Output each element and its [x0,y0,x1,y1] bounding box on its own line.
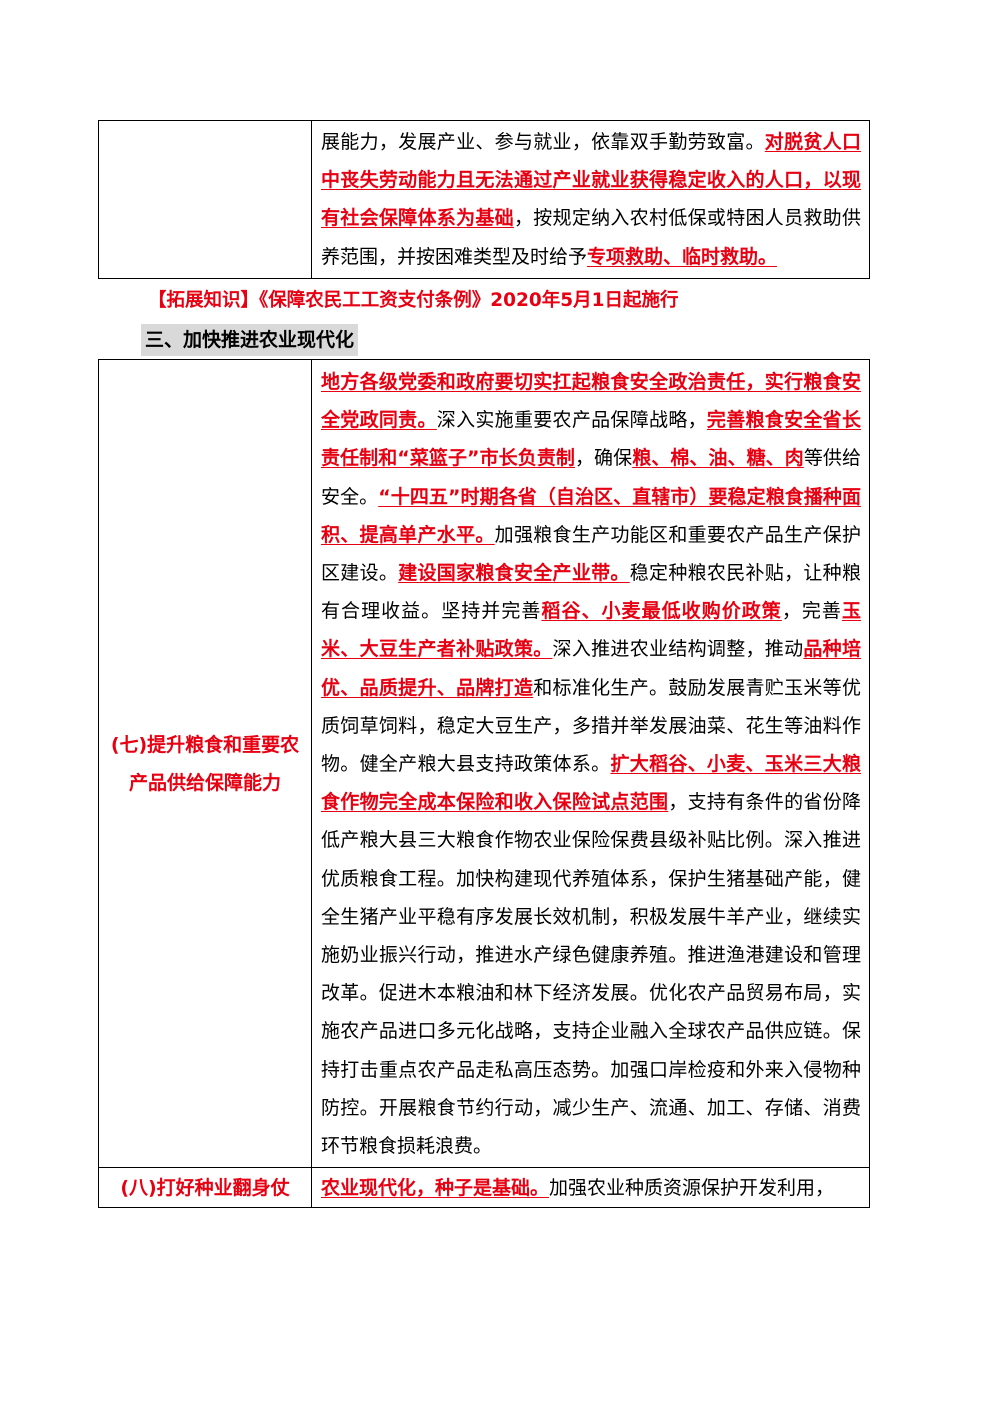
highlighted-text: 对脱贫人口中丧失劳动能力且无法通过产业就业获得稳定收入的人口，以现有社会保障体系… [321,131,861,230]
body-text: 展能力，发展产业、参与就业，依靠双手勤劳致富。 [321,131,765,153]
body-text: 深入实施重要农产品保障战略， [436,409,707,432]
body-text: 加强农业种质资源保护开发利用， [549,1177,835,1200]
table-row: (八)打好种业翻身仗 农业现代化，种子是基础。加强农业种质资源保护开发利用， [98,1167,870,1209]
table-continuation: 展能力，发展产业、参与就业，依靠双手勤劳致富。对脱贫人口中丧失劳动能力且无法通过… [98,120,870,279]
row-title-8: (八)打好种业翻身仗 [120,1176,290,1199]
table-agri-modernization: (七)提升粮食和重要农产品供给保障能力 地方各级党委和政府要切实扛起粮食安全政治… [98,358,870,1209]
body-text: 加强粮食生产功能区和重要农产品生产保护区建设。 [321,523,861,585]
body-text: ，确保 [574,447,633,470]
seed-industry-paragraph: 农业现代化，种子是基础。加强农业种质资源保护开发利用， [312,1168,869,1207]
body-text: 和标准化生产。鼓励发展青贮玉米等优质饲草饲料，稳定大豆生产，多措并举发展油菜、花… [321,676,861,776]
highlighted-text: 粮、棉、油、糖、肉 [632,447,804,470]
body-text: 稳定种粮农民补贴，让种粮有合理收益。坚持并完善 [321,562,861,623]
section-heading: 三、加快推进农业现代化 [141,324,359,356]
body-text: 深入推进农业结构调整，推动 [552,638,804,661]
body-text: ，完善 [781,600,842,623]
body-text: ，支持有条件的省份降低产粮大县三大粮食作物农业保险保费县级补贴比例。深入推进优质… [321,791,861,1158]
table-cell-content: 地方各级党委和政府要切实扛起粮食安全政治责任，实行粮食安全党政同责。深入实施重要… [311,358,870,1169]
extension-knowledge: 【拓展知识】《保障农民工工资支付条例》2020年5月1日起施行 [148,290,679,311]
table-cell-title: (八)打好种业翻身仗 [98,1167,312,1209]
table-cell-title: (七)提升粮食和重要农产品供给保障能力 [98,358,312,1169]
table-cell-content: 农业现代化，种子是基础。加强农业种质资源保护开发利用， [311,1167,870,1209]
highlighted-text: 农业现代化，种子是基础。 [321,1177,550,1200]
highlighted-text: 建设国家粮食安全产业带。 [398,562,630,585]
highlighted-text: 地方各级党委和政府要切实扛起粮食安全政治责任，实行粮食安全党政同责。 [321,371,861,432]
poverty-support-paragraph: 展能力，发展产业、参与就业，依靠双手勤劳致富。对脱贫人口中丧失劳动能力且无法通过… [312,121,869,276]
highlighted-text: 完善粮食安全省长责任制和“菜篮子”市长负责制 [321,409,861,470]
highlighted-text: 扩大稻谷、小麦、玉米三大粮食作物完全成本保险和收入保险试点范围 [321,753,861,814]
highlighted-text: 玉米、大豆生产者补贴政策。 [321,600,861,661]
table-row: (七)提升粮食和重要农产品供给保障能力 地方各级党委和政府要切实扛起粮食安全政治… [98,358,870,1169]
row-title-7: (七)提升粮食和重要农产品供给保障能力 [110,733,300,794]
table-cell-empty [98,120,312,279]
table-cell-content: 展能力，发展产业、参与就业，依靠双手勤劳致富。对脱贫人口中丧失劳动能力且无法通过… [311,120,870,279]
table-row: 展能力，发展产业、参与就业，依靠双手勤劳致富。对脱贫人口中丧失劳动能力且无法通过… [98,120,870,279]
grain-supply-paragraph: 地方各级党委和政府要切实扛起粮食安全政治责任，实行粮食安全党政同责。深入实施重要… [312,360,869,1167]
body-text: 等供给安全。 [321,447,861,508]
body-text: ，按规定纳入农村低保或特困人员救助供养范围，并按困难类型及时给予 [321,207,861,268]
highlighted-text: 稻谷、小麦最低收购价政策 [541,600,782,623]
highlighted-text: 专项救助、临时救助。 [587,245,778,268]
highlighted-text: 品种培优、品质提升、品牌打造 [321,638,861,699]
highlighted-text: “十四五”时期各省（自治区、直辖市）要稳定粮食播种面积、提高单产水平。 [321,485,861,546]
